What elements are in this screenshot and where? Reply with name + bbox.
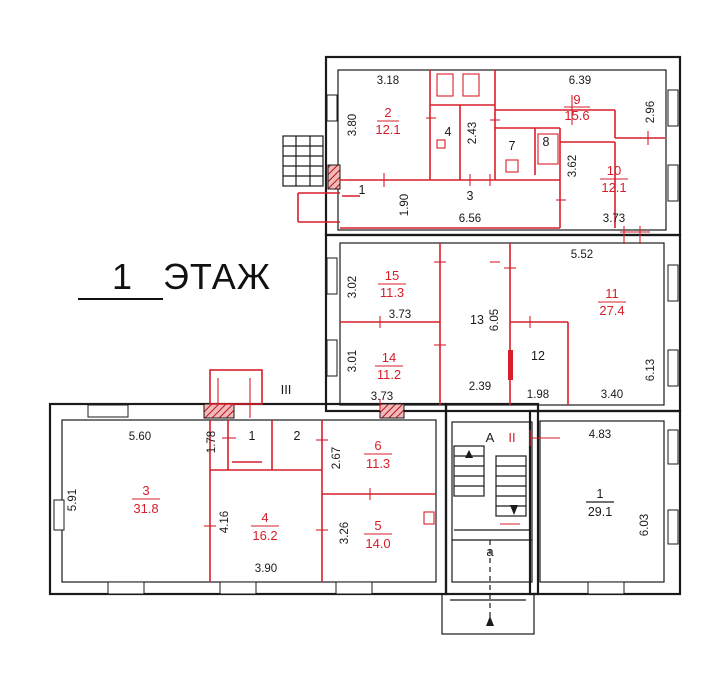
room-3-lower-area: 31.8 bbox=[133, 501, 158, 516]
dim-4-16: 4.16 bbox=[219, 511, 231, 533]
room-9-upper-number: 9 bbox=[573, 92, 580, 107]
dim-6-39: 6.39 bbox=[569, 75, 591, 87]
marker-ii: II bbox=[508, 430, 515, 445]
room-3-upper-number: 3 bbox=[467, 189, 474, 203]
dim-6-05: 6.05 bbox=[489, 309, 501, 331]
room-labels: 2 12.1 4 7 8 9 15.6 10 12.1 1 3 15 11.3 … bbox=[132, 92, 628, 551]
dim-6-13: 6.13 bbox=[645, 359, 657, 381]
dim-2-43: 2.43 bbox=[467, 122, 479, 144]
dim-4-83: 4.83 bbox=[589, 429, 611, 441]
floor-number: 1 bbox=[78, 256, 164, 300]
dim-3-26: 3.26 bbox=[339, 522, 351, 544]
room-6-lower-area: 11.3 bbox=[366, 456, 390, 471]
stair-core bbox=[452, 430, 560, 626]
dim-2-67: 2.67 bbox=[331, 447, 343, 469]
room-11-number: 11 bbox=[605, 286, 619, 301]
room-11-area: 27.4 bbox=[599, 303, 624, 318]
dim-3-90: 3.90 bbox=[255, 563, 277, 575]
dim-2-39: 2.39 bbox=[469, 381, 491, 393]
dim-3-80: 3.80 bbox=[347, 114, 359, 136]
room-1-right-number: 1 bbox=[597, 487, 604, 501]
dim-3-02: 3.02 bbox=[347, 276, 359, 298]
dim-3-40: 3.40 bbox=[601, 389, 623, 401]
dim-3-18: 3.18 bbox=[377, 75, 399, 87]
room-14-area: 11.2 bbox=[377, 367, 401, 382]
room-10-upper-area: 12.1 bbox=[601, 180, 626, 195]
dim-3-62: 3.62 bbox=[567, 155, 579, 177]
room-1-upper-number: 1 bbox=[359, 183, 366, 197]
room-3-lower-number: 3 bbox=[142, 483, 149, 498]
room-9-upper-area: 15.6 bbox=[564, 108, 589, 123]
room-15-number: 15 bbox=[385, 268, 399, 283]
room-8-upper-number: 8 bbox=[543, 135, 550, 149]
dim-3-73-upper: 3.73 bbox=[603, 213, 625, 225]
room-14-number: 14 bbox=[382, 350, 396, 365]
room-4-upper-number: 4 bbox=[445, 125, 452, 139]
room-5-lower-number: 5 bbox=[374, 518, 381, 533]
room-12-number: 12 bbox=[531, 349, 545, 363]
external-stair-grid bbox=[282, 135, 324, 187]
dim-3-73-lower: 3.73 bbox=[371, 391, 393, 403]
dim-5-52: 5.52 bbox=[571, 249, 593, 261]
room-1-lower-number: 1 bbox=[249, 429, 256, 443]
marker-a-lower: а bbox=[486, 544, 494, 559]
dim-3-73-mid: 3.73 bbox=[389, 309, 411, 321]
dim-6-56: 6.56 bbox=[459, 213, 481, 225]
room-15-area: 11.3 bbox=[380, 285, 404, 300]
dim-5-91: 5.91 bbox=[67, 489, 79, 511]
room-2-lower-number: 2 bbox=[294, 429, 301, 443]
dim-2-96: 2.96 bbox=[645, 101, 657, 123]
dim-1-90: 1.90 bbox=[399, 194, 411, 216]
windows bbox=[53, 89, 679, 595]
room-10-upper-number: 10 bbox=[607, 163, 621, 178]
room-4-lower-number: 4 bbox=[261, 510, 268, 525]
partitions-lower bbox=[204, 369, 436, 582]
room-5-lower-area: 14.0 bbox=[365, 536, 390, 551]
room-1-right-area: 29.1 bbox=[588, 505, 612, 519]
hatched-elements bbox=[203, 135, 405, 419]
partitions-middle bbox=[340, 243, 569, 411]
dim-5-60: 5.60 bbox=[129, 431, 151, 443]
dim-6-03: 6.03 bbox=[639, 514, 651, 536]
dim-1-98: 1.98 bbox=[527, 389, 549, 401]
dim-1-78: 1.78 bbox=[206, 431, 218, 453]
dim-3-01: 3.01 bbox=[347, 350, 359, 372]
room-6-lower-number: 6 bbox=[374, 438, 381, 453]
room-7-upper-number: 7 bbox=[509, 139, 516, 153]
marker-a-upper: А bbox=[486, 430, 495, 445]
markers: А а II III bbox=[281, 382, 516, 559]
marker-iii: III bbox=[281, 382, 292, 397]
floor-word: ЭТАЖ bbox=[163, 256, 271, 297]
room-4-lower-area: 16.2 bbox=[252, 528, 277, 543]
partitions-upper bbox=[297, 70, 665, 244]
room-2-upper-number: 2 bbox=[384, 105, 391, 120]
room-13-number: 13 bbox=[470, 313, 484, 327]
room-2-upper-area: 12.1 bbox=[375, 122, 400, 137]
dimension-labels: 3.18 3.80 2.43 6.39 2.96 3.62 1.90 6.56 … bbox=[67, 75, 657, 575]
